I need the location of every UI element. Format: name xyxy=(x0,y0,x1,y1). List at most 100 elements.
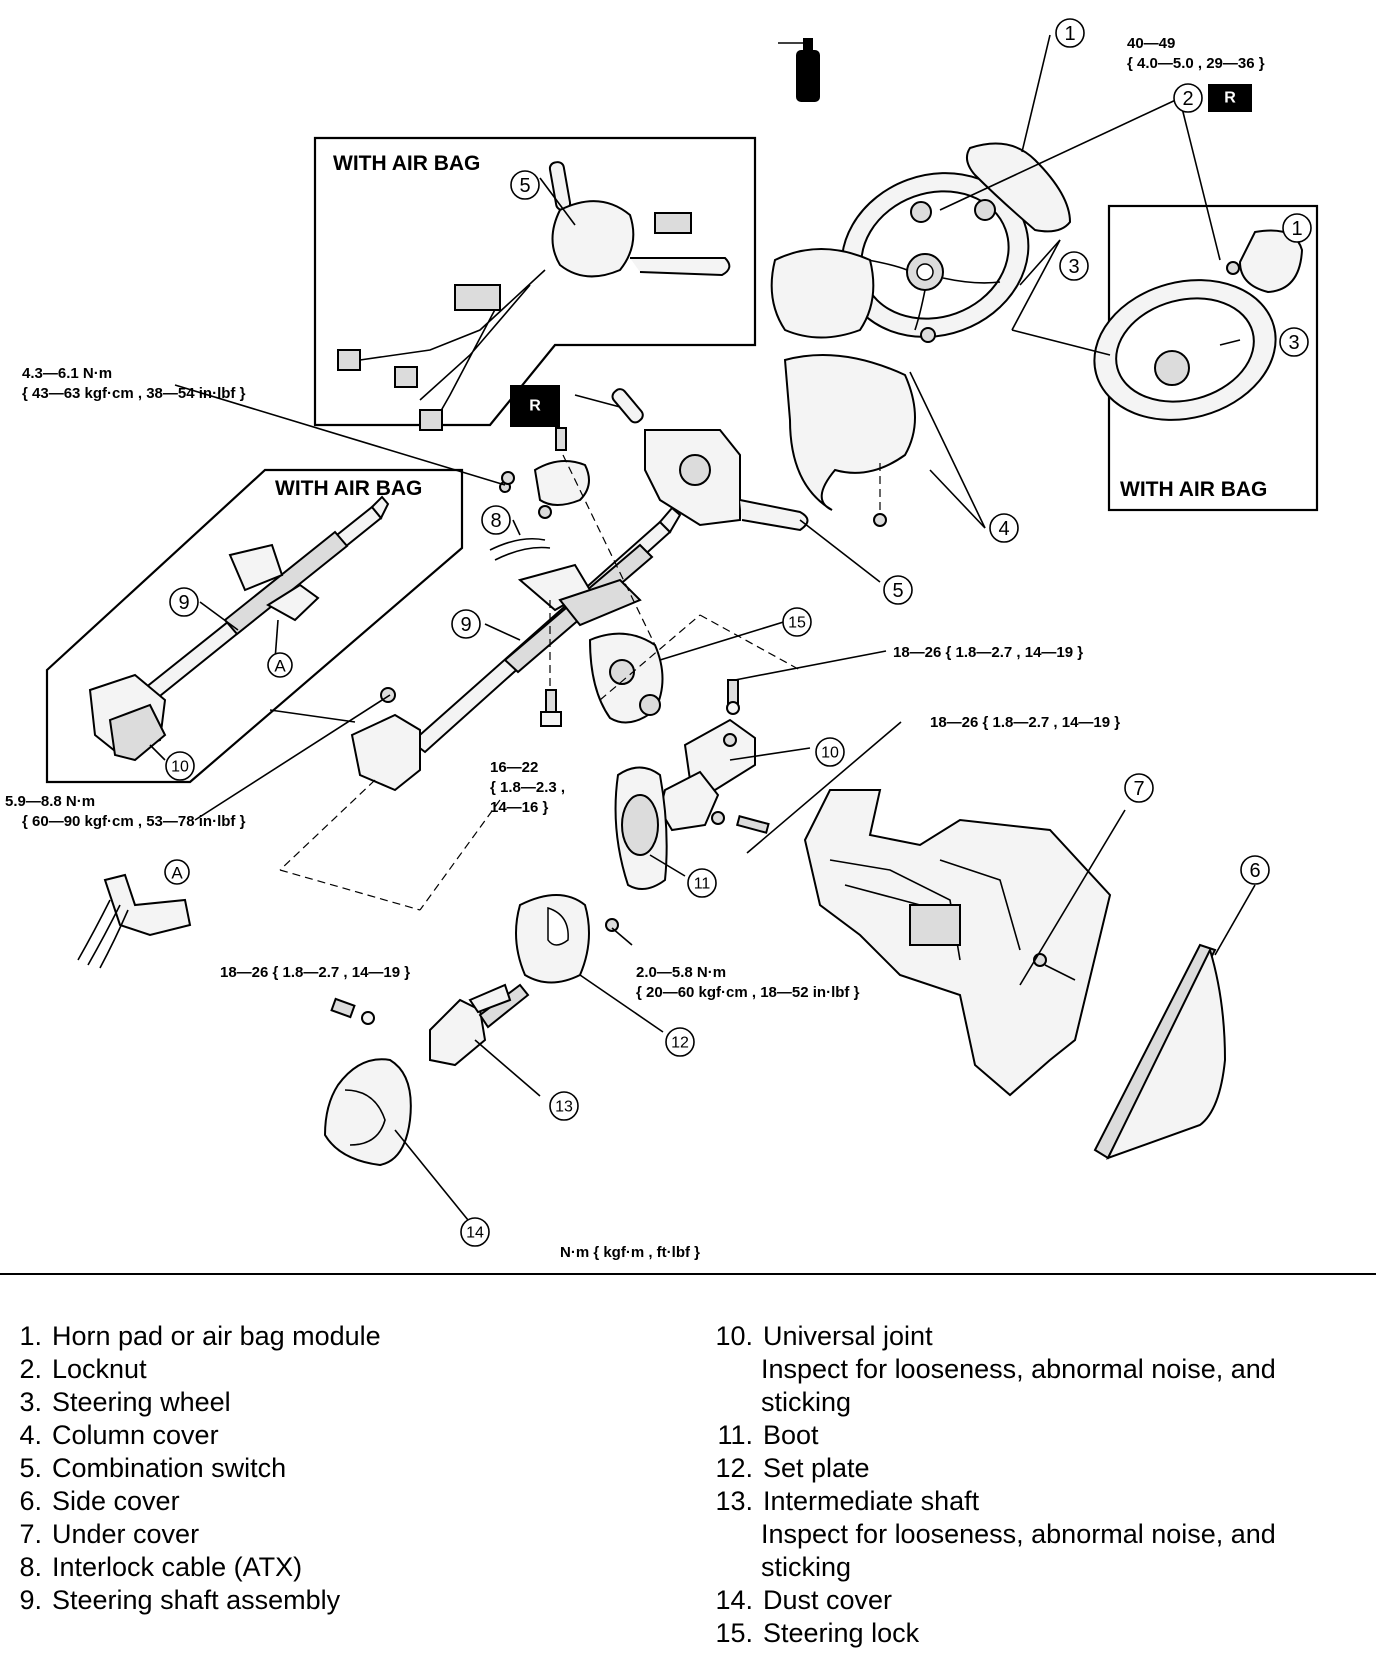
legend-note: sticking xyxy=(761,1552,852,1582)
legend-item: 11.Boot xyxy=(717,1420,819,1450)
svg-text:15: 15 xyxy=(788,615,806,632)
intermediate-shaft xyxy=(330,983,530,1067)
units-label: N·m { kgf·m , ft·lbf } xyxy=(560,1244,700,1261)
callout-5: 5 xyxy=(510,170,540,200)
interlock-cable xyxy=(489,427,590,561)
callout-1: 1 xyxy=(1055,18,1085,48)
bolt xyxy=(540,600,562,727)
torque-label: 18—26 { 1.8—2.7 , 14—19 } xyxy=(220,964,410,981)
torque-label: { 1.8—2.3 , xyxy=(490,779,565,796)
steering-shaft-assembly xyxy=(350,506,682,792)
set-plate xyxy=(515,894,619,984)
column-cover xyxy=(770,248,936,527)
with-air-bag-label-top: WITH AIR BAG xyxy=(333,152,480,175)
svg-text:5: 5 xyxy=(519,175,530,197)
svg-text:9: 9 xyxy=(178,592,189,614)
torque-label: 4.3—6.1 N·m xyxy=(22,365,112,382)
callout-a: A xyxy=(267,652,293,678)
svg-text:1: 1 xyxy=(1291,218,1302,240)
torque-label: 14—16 } xyxy=(490,799,549,816)
legend-item: 1.Horn pad or air bag module xyxy=(19,1321,381,1351)
callout-12: 12 xyxy=(665,1027,695,1057)
horn-pad xyxy=(965,142,1072,233)
screw-icon xyxy=(501,471,515,485)
with-air-bag-box-top xyxy=(313,136,757,427)
divider-line xyxy=(0,1273,1376,1275)
legend-item: 3.Steering wheel xyxy=(19,1387,231,1417)
legend-item: 6.Side cover xyxy=(19,1486,180,1516)
steering-shaft-air-bag xyxy=(88,495,390,762)
callout-4: 4 xyxy=(989,513,1019,543)
svg-text:10: 10 xyxy=(821,745,839,762)
legend-note: sticking xyxy=(761,1387,852,1417)
legend-item: 10.Universal joint xyxy=(715,1321,933,1351)
connector-a xyxy=(77,873,192,969)
legend-item: 7.Under cover xyxy=(19,1519,200,1549)
replace-mark xyxy=(1208,84,1252,112)
torque-label: 18—26 { 1.8—2.7 , 14—19 } xyxy=(930,714,1120,731)
svg-text:6: 6 xyxy=(1249,860,1260,882)
legend-item: 5.Combination switch xyxy=(19,1453,287,1483)
dust-cover xyxy=(323,1058,412,1167)
parts-legend-left: 1.Horn pad or air bag module 2.Locknut 3… xyxy=(8,1320,628,1617)
under-cover xyxy=(803,789,1112,1097)
svg-text:A: A xyxy=(274,657,286,676)
svg-text:10: 10 xyxy=(171,759,189,776)
legend-note: Inspect for looseness, abnormal noise, a… xyxy=(761,1354,1276,1384)
legend-note: Inspect for looseness, abnormal noise, a… xyxy=(761,1519,1276,1549)
universal-joint xyxy=(658,679,770,834)
callout-2: 2 xyxy=(1173,83,1203,113)
replace-mark-label: R xyxy=(1224,90,1236,107)
grease-can-icon xyxy=(778,38,820,102)
legend-item: 12.Set plate xyxy=(715,1453,870,1483)
with-air-bag-box-left xyxy=(45,468,464,784)
legend-item: 15.Steering lock xyxy=(715,1618,920,1648)
combination-switch-air-bag xyxy=(337,161,731,431)
torque-label: 16—22 xyxy=(490,759,538,776)
combination-switch xyxy=(611,388,809,532)
torque-label: { 60—90 kgf·cm , 53—78 in·lbf } xyxy=(22,813,246,830)
svg-text:3: 3 xyxy=(1068,256,1079,278)
callout-5: 5 xyxy=(883,575,913,605)
callout-13: 13 xyxy=(549,1091,579,1121)
torque-label: 2.0—5.8 N·m xyxy=(636,964,726,981)
svg-text:4: 4 xyxy=(998,518,1009,540)
callout-9: 9 xyxy=(169,587,199,617)
svg-text:1: 1 xyxy=(1064,23,1075,45)
callout-3: 3 xyxy=(1059,251,1089,281)
svg-text:11: 11 xyxy=(694,876,711,893)
callout-10: 10 xyxy=(815,737,845,767)
callout-10: 10 xyxy=(165,751,195,781)
replace-mark-label: R xyxy=(529,398,541,415)
torque-label: 5.9—8.8 N·m xyxy=(5,793,95,810)
air-bag-steering-wheel xyxy=(1093,229,1304,421)
exploded-view-diagram: WITH AIR BAG WITH AIR BAG WITH AIR BAG xyxy=(5,18,1319,1261)
legend-item: 14.Dust cover xyxy=(715,1585,893,1615)
callout-6: 6 xyxy=(1240,855,1270,885)
steering-lock xyxy=(588,632,664,724)
torque-label: { 43—63 kgf·cm , 38—54 in·lbf } xyxy=(22,385,246,402)
legend-item: 2.Locknut xyxy=(19,1354,147,1384)
legend-item: 8.Interlock cable (ATX) xyxy=(19,1552,303,1582)
callout-11: 11 xyxy=(687,868,717,898)
callout-a: A xyxy=(164,859,190,885)
callout-8: 8 xyxy=(481,505,511,535)
callout-15: 15 xyxy=(782,607,812,637)
callout-9: 9 xyxy=(451,609,481,639)
with-air-bag-label-right: WITH AIR BAG xyxy=(1120,478,1267,501)
torque-label: 18—26 { 1.8—2.7 , 14—19 } xyxy=(893,644,1083,661)
legend-item: 4.Column cover xyxy=(19,1420,219,1450)
locknut-icon xyxy=(910,201,932,223)
svg-text:13: 13 xyxy=(555,1099,573,1116)
guide-lines-dashed xyxy=(279,454,801,911)
svg-text:14: 14 xyxy=(466,1225,484,1242)
callout-7: 7 xyxy=(1124,773,1154,803)
with-air-bag-label-left: WITH AIR BAG xyxy=(275,477,422,500)
torque-label: 40—49 xyxy=(1127,35,1175,52)
callout-14: 14 xyxy=(460,1217,490,1247)
boot xyxy=(614,766,668,890)
svg-text:8: 8 xyxy=(490,510,501,532)
callout-3: 3 xyxy=(1279,327,1309,357)
svg-text:5: 5 xyxy=(892,580,903,602)
svg-text:7: 7 xyxy=(1133,778,1144,800)
